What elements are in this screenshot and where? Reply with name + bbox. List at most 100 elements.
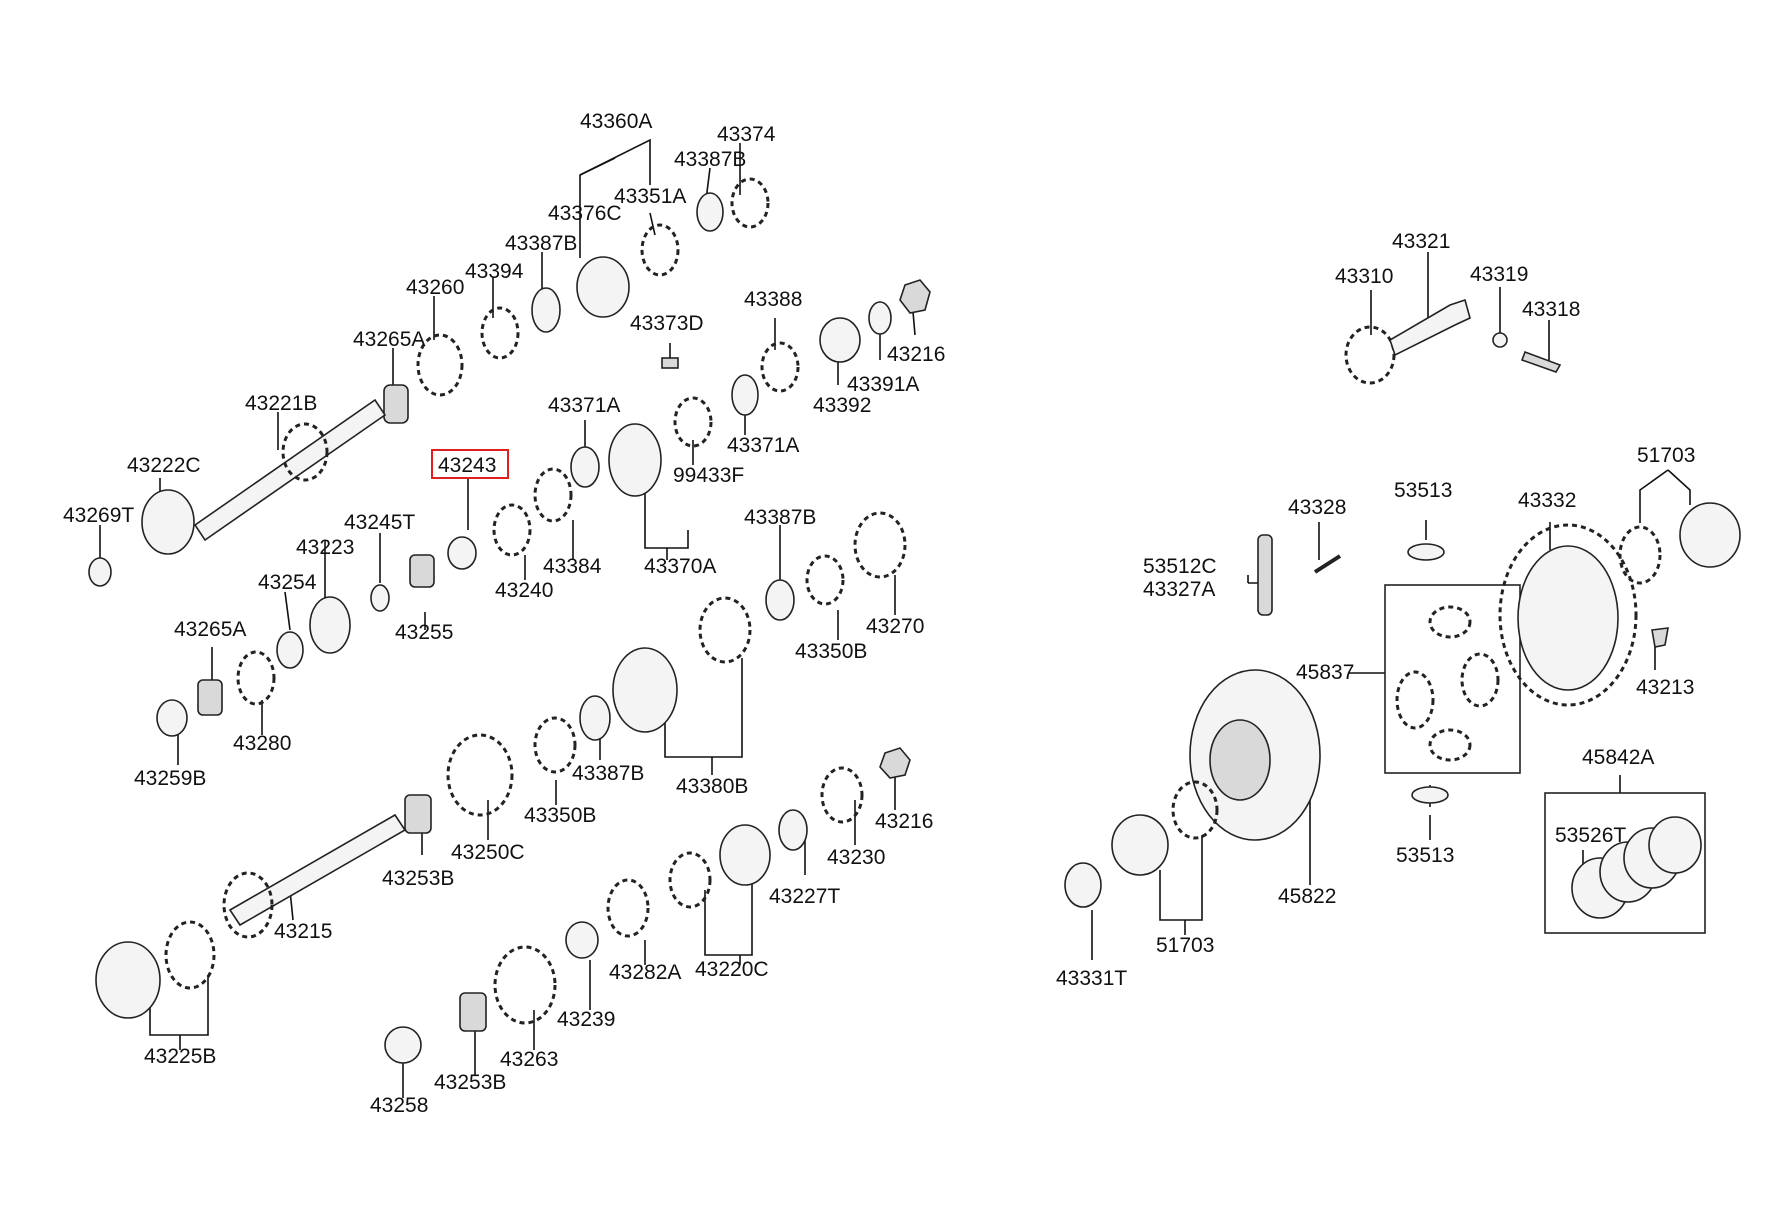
gear-43282A xyxy=(606,878,650,938)
label-43351A[interactable]: 43351A xyxy=(614,185,686,208)
label-43387B[interactable]: 43387B xyxy=(505,232,577,255)
label-43230[interactable]: 43230 xyxy=(827,846,885,869)
bushing-43258 xyxy=(384,1026,422,1064)
gear-43250C xyxy=(446,733,514,817)
label-43240[interactable]: 43240 xyxy=(495,579,553,602)
gear-43388 xyxy=(760,341,800,393)
label-43391A[interactable]: 43391A xyxy=(847,373,919,396)
label-43394[interactable]: 43394 xyxy=(465,260,524,283)
label-43265A[interactable]: 43265A xyxy=(174,618,246,641)
label-43253B[interactable]: 43253B xyxy=(434,1071,506,1094)
label-99433F[interactable]: 99433F xyxy=(673,464,744,487)
ring-43331T xyxy=(1064,862,1102,908)
label-43388[interactable]: 43388 xyxy=(744,288,802,311)
label-43328[interactable]: 43328 xyxy=(1288,496,1346,519)
label-43255[interactable]: 43255 xyxy=(395,621,453,644)
label-43216[interactable]: 43216 xyxy=(887,343,945,366)
label-43360A[interactable]: 43360A xyxy=(580,110,652,133)
label-45837[interactable]: 45837 xyxy=(1296,661,1354,684)
label-43374[interactable]: 43374 xyxy=(717,123,776,146)
label-43263[interactable]: 43263 xyxy=(500,1048,558,1071)
sleeve-43380B xyxy=(612,647,678,733)
ring-43245T xyxy=(370,584,390,612)
bearing-43253B-lower xyxy=(459,992,487,1032)
sleeve-43376C xyxy=(576,256,630,318)
label-43387B[interactable]: 43387B xyxy=(744,506,816,529)
label-43265A[interactable]: 43265A xyxy=(353,328,425,351)
cone-51703-top xyxy=(1618,525,1662,585)
ring-43371A-right xyxy=(731,374,759,416)
bearing-43265A-lower xyxy=(197,679,223,716)
label-43380B[interactable]: 43380B xyxy=(676,775,748,798)
bearing-cup-43225B xyxy=(95,941,161,1019)
label-43259B[interactable]: 43259B xyxy=(134,767,206,790)
cup-51703-bottom xyxy=(1111,814,1169,876)
label-43213[interactable]: 43213 xyxy=(1636,676,1694,699)
label-43250C[interactable]: 43250C xyxy=(451,841,525,864)
label-43258[interactable]: 43258 xyxy=(370,1094,428,1117)
label-43243[interactable]: 43243 xyxy=(438,454,496,477)
label-43319[interactable]: 43319 xyxy=(1470,263,1528,286)
label-43253B[interactable]: 43253B xyxy=(382,867,454,890)
gear-43280 xyxy=(236,650,276,706)
cup-43220C xyxy=(719,824,771,886)
label-43387B[interactable]: 43387B xyxy=(674,148,746,171)
label-43223[interactable]: 43223 xyxy=(296,536,354,559)
label-43310[interactable]: 43310 xyxy=(1335,265,1393,288)
label-51703[interactable]: 51703 xyxy=(1637,444,1695,467)
ring-43391A xyxy=(868,301,892,335)
label-43221B[interactable]: 43221B xyxy=(245,392,317,415)
gear-43260 xyxy=(416,333,464,397)
label-43392[interactable]: 43392 xyxy=(813,394,871,417)
label-43373D[interactable]: 43373D xyxy=(630,312,704,335)
highlight-frame xyxy=(431,449,509,479)
gear-43240 xyxy=(492,503,532,557)
cone-43220C xyxy=(668,851,712,909)
label-43280[interactable]: 43280 xyxy=(233,732,291,755)
label-43245T[interactable]: 43245T xyxy=(344,511,415,534)
bearing-43253B xyxy=(404,794,432,834)
gear-43350B-lower xyxy=(533,716,577,774)
label-43371A[interactable]: 43371A xyxy=(727,434,799,457)
label-53513[interactable]: 53513 xyxy=(1394,479,1452,502)
label-45822[interactable]: 45822 xyxy=(1278,885,1336,908)
label-43376C[interactable]: 43376C xyxy=(548,202,622,225)
label-43216[interactable]: 43216 xyxy=(875,810,933,833)
label-53526T[interactable]: 53526T xyxy=(1555,824,1626,847)
label-43370A[interactable]: 43370A xyxy=(644,555,716,578)
label-45842A[interactable]: 45842A xyxy=(1582,746,1654,769)
gear-43351A xyxy=(640,223,680,277)
label-43321[interactable]: 43321 xyxy=(1392,230,1450,253)
label-53512C[interactable]: 53512C xyxy=(1143,555,1217,578)
label-43222C[interactable]: 43222C xyxy=(127,454,201,477)
pin-43328 xyxy=(1313,554,1342,574)
label-43215[interactable]: 43215 xyxy=(274,920,332,943)
label-43260[interactable]: 43260 xyxy=(406,276,464,299)
ring-43387B-lower xyxy=(579,695,611,741)
label-43350B[interactable]: 43350B xyxy=(795,640,867,663)
label-43227T[interactable]: 43227T xyxy=(769,885,840,908)
label-43332[interactable]: 43332 xyxy=(1518,489,1576,512)
label-51703[interactable]: 51703 xyxy=(1156,934,1214,957)
washer-43319 xyxy=(1492,332,1508,348)
ring-43371A-left xyxy=(570,446,600,488)
label-43327A[interactable]: 43327A xyxy=(1143,578,1215,601)
label-43318[interactable]: 43318 xyxy=(1522,298,1580,321)
label-43350B[interactable]: 43350B xyxy=(524,804,596,827)
label-53513[interactable]: 53513 xyxy=(1396,844,1454,867)
label-43220C[interactable]: 43220C xyxy=(695,958,769,981)
gear-43350B xyxy=(805,554,845,606)
label-43387B[interactable]: 43387B xyxy=(572,762,644,785)
label-43331T[interactable]: 43331T xyxy=(1056,967,1127,990)
part-shapes xyxy=(88,177,1741,1064)
label-43282A[interactable]: 43282A xyxy=(609,961,681,984)
label-43225B[interactable]: 43225B xyxy=(144,1045,216,1068)
label-43270[interactable]: 43270 xyxy=(866,615,924,638)
label-43371A[interactable]: 43371A xyxy=(548,394,620,417)
cup-51703-top xyxy=(1679,502,1741,568)
bolt-43213 xyxy=(1651,627,1669,648)
label-43384[interactable]: 43384 xyxy=(543,555,602,578)
label-43239[interactable]: 43239 xyxy=(557,1008,615,1031)
label-43254[interactable]: 43254 xyxy=(258,571,317,594)
label-43269T[interactable]: 43269T xyxy=(63,504,134,527)
